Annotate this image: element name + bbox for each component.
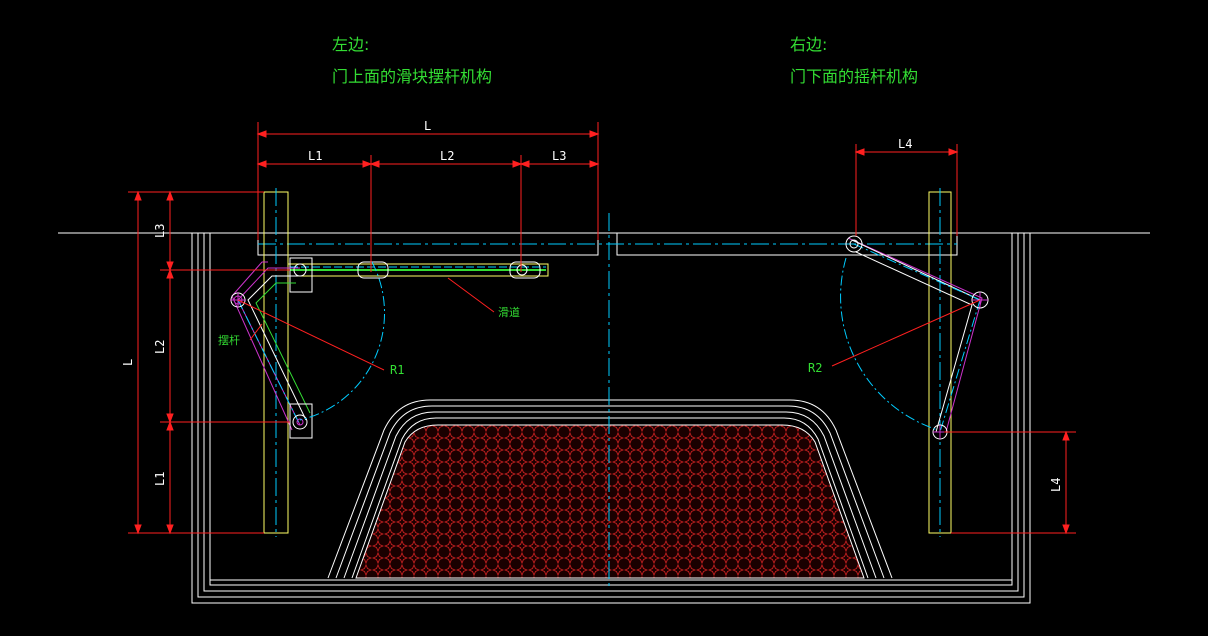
dimension-lines [128, 122, 1076, 535]
right-heading: 右边: [790, 35, 827, 54]
slideway [287, 257, 549, 293]
dim-L-left: L [121, 359, 135, 366]
dim-L4-top: L4 [898, 137, 912, 151]
rocker-label: 摆杆 [218, 333, 240, 347]
dim-L3-top: L3 [552, 149, 566, 163]
slideway-label: 滑道 [498, 305, 520, 319]
radius-R1-label: R1 [390, 363, 404, 377]
right-rocker [840, 235, 989, 440]
container-walls [191, 233, 1031, 604]
left-heading: 左边: [332, 35, 369, 54]
left-subheading: 门上面的滑块摆杆机构 [332, 67, 492, 86]
dim-L4-right: L4 [1049, 478, 1063, 492]
dim-L1-left: L1 [153, 472, 167, 486]
dim-L3-left: L3 [153, 224, 167, 238]
dim-L-top: L [424, 119, 431, 133]
left-rocker [230, 261, 386, 439]
radius-R2-label: R2 [808, 361, 822, 375]
material-bin [327, 399, 893, 579]
dim-L1-top: L1 [308, 149, 322, 163]
right-subheading: 门下面的摇杆机构 [790, 67, 918, 86]
dim-L2-left: L2 [153, 340, 167, 354]
dim-L2-top: L2 [440, 149, 454, 163]
